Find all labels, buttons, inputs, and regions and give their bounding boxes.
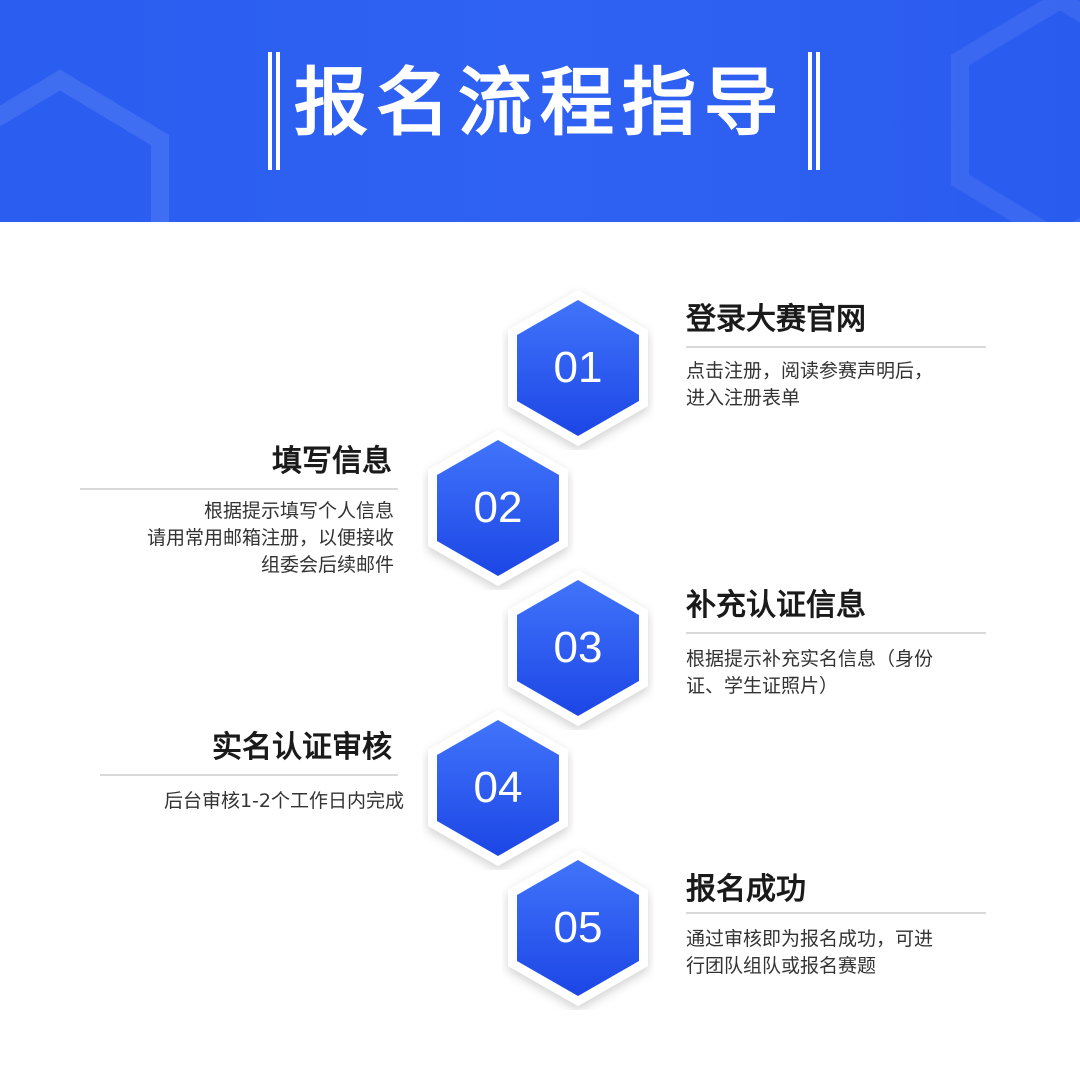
step-divider-2	[80, 488, 398, 490]
hexagon-shape	[428, 710, 568, 866]
hexagon-shape	[428, 430, 568, 586]
description-line: 进入注册表单	[686, 387, 801, 409]
step-divider-1	[686, 346, 986, 348]
description-line: 后台审核1-2个工作日内完成	[163, 790, 404, 812]
step-number: 02	[473, 483, 523, 532]
step-description-1: 点击注册，阅读参赛声明后， 进入注册表单	[686, 358, 933, 412]
description-line: 行团队组队或报名赛题	[686, 955, 877, 977]
step-number: 03	[553, 623, 603, 672]
description-line: 根据提示补充实名信息（身份	[686, 648, 934, 670]
header-banner: 报名流程指导	[0, 0, 1080, 222]
step-hexagon-1: 01	[502, 286, 654, 450]
header-decoration	[0, 0, 1080, 222]
step-divider-5	[686, 912, 986, 914]
step-divider-3	[686, 632, 986, 634]
hexagon-shape	[508, 850, 648, 1006]
step-title-1: 登录大赛官网	[686, 302, 866, 337]
title-bar-left-2	[276, 52, 280, 170]
title-bar-right-1	[808, 52, 812, 170]
step-hexagon-3: 03	[502, 566, 654, 730]
hexagon-shape	[508, 570, 648, 726]
step-number: 05	[553, 903, 603, 952]
description-line: 请用常用邮箱注册，以便接收	[146, 527, 394, 549]
step-title-3: 补充认证信息	[686, 588, 866, 623]
page-title: 报名流程指导	[294, 60, 786, 146]
step-description-3: 根据提示补充实名信息（身份 证、学生证照片）	[686, 646, 933, 700]
step-divider-4	[100, 774, 398, 776]
step-number: 04	[473, 763, 523, 812]
step-hexagon-2: 02	[422, 426, 574, 590]
step-title-2: 填写信息	[272, 444, 392, 479]
title-bar-left-1	[268, 52, 272, 170]
step-title-5: 报名成功	[686, 872, 806, 907]
step-hexagon-4: 04	[422, 706, 574, 870]
step-description-2: 根据提示填写个人信息 请用常用邮箱注册，以便接收 组委会后续邮件	[60, 498, 394, 579]
description-line: 点击注册，阅读参赛声明后，	[686, 360, 934, 382]
step-hexagon-5: 05	[502, 846, 654, 1010]
step-description-4: 后台审核1-2个工作日内完成	[90, 788, 404, 815]
description-line: 组委会后续邮件	[260, 554, 394, 576]
step-description-5: 通过审核即为报名成功，可进 行团队组队或报名赛题	[686, 926, 933, 980]
step-number: 01	[553, 343, 603, 392]
description-line: 证、学生证照片）	[686, 675, 839, 697]
description-line: 根据提示填写个人信息	[203, 500, 394, 522]
description-line: 通过审核即为报名成功，可进	[686, 928, 934, 950]
hexagon-shape	[508, 290, 648, 446]
title-bar-right-2	[816, 52, 820, 170]
step-title-4: 实名认证审核	[212, 730, 392, 765]
